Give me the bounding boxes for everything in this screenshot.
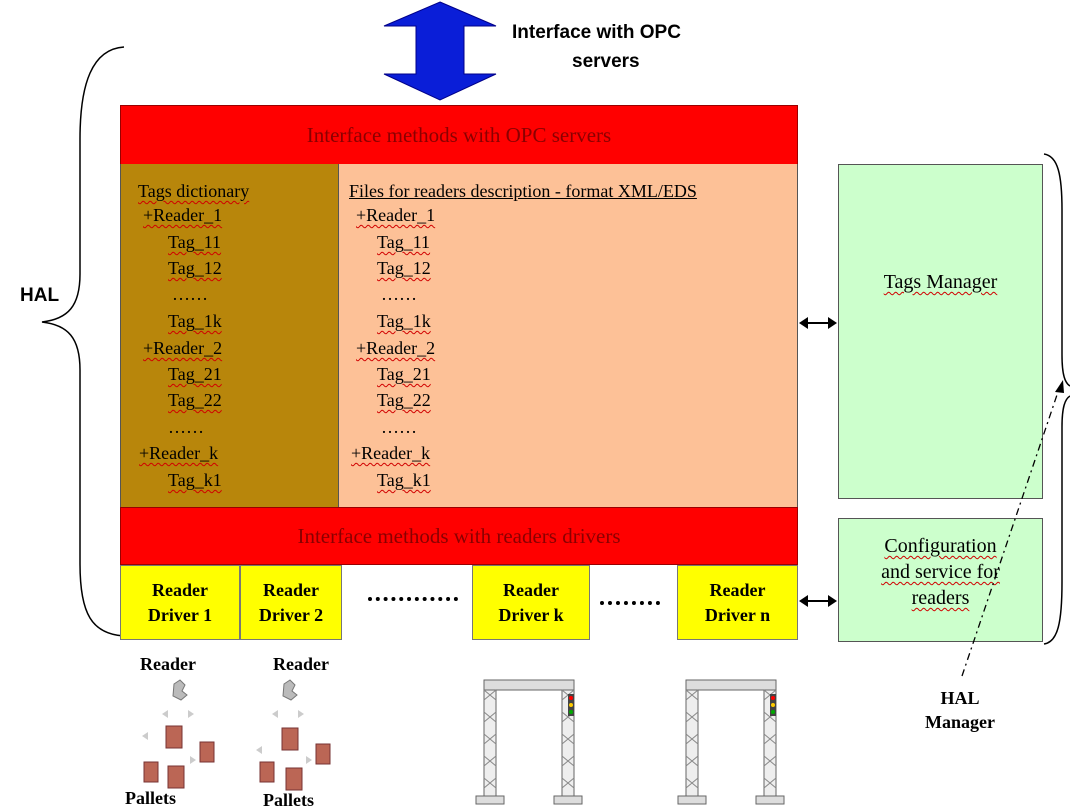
- reader-driver-n: Reader Driver n: [677, 565, 798, 640]
- driver-k-line2: Driver k: [498, 604, 564, 625]
- pallets-label-1: Pallets: [125, 788, 176, 808]
- reader-pallets-illustration-2: [256, 679, 331, 791]
- dict-line: Tag_22: [168, 390, 222, 410]
- tags-manager-box: Tags Manager: [838, 164, 1043, 499]
- driver-2-line1: Reader: [263, 579, 319, 600]
- files-line: ……: [381, 284, 417, 304]
- hal-brace-icon: [41, 46, 125, 637]
- driver-k-line1: Reader: [503, 579, 559, 600]
- opc-interface-arrow-icon: [383, 1, 497, 101]
- hal-label: HAL: [20, 285, 60, 306]
- files-line: +Reader_2: [356, 338, 436, 358]
- dict-line: Tag_1k: [168, 311, 222, 331]
- tags-dictionary-title: Tags dictionary: [138, 181, 250, 201]
- reader-driver-k: Reader Driver k: [472, 565, 590, 640]
- dict-line: +Reader_1: [143, 205, 223, 225]
- readers-methods-label: Interface methods with readers drivers: [297, 523, 621, 548]
- opc-interface-label: Interface with OPC servers: [512, 18, 681, 76]
- dict-line: Tag_k1: [168, 470, 222, 490]
- files-line: Tag_k1: [377, 470, 431, 490]
- dict-line: Tag_21: [168, 364, 222, 384]
- opc-interface-label-line2: servers: [572, 51, 640, 72]
- reader-label-2: Reader: [273, 654, 329, 674]
- hal-manager-line1: HAL: [940, 688, 980, 708]
- gate-reader-icon-n: [677, 679, 785, 805]
- files-line: +Reader_1: [356, 205, 436, 225]
- config-label-line3: readers: [911, 587, 970, 609]
- right-brace-icon: [1043, 153, 1070, 645]
- files-line: Tag_11: [377, 232, 431, 252]
- config-service-box: Configuration and service for readers: [838, 518, 1043, 642]
- config-link-arrow-icon: [799, 595, 837, 607]
- hal-manager-pointer-icon: [961, 380, 1064, 677]
- dict-line: Tag_12: [168, 258, 222, 278]
- hal-manager-label: HAL Manager: [920, 686, 1000, 734]
- reader-pallets-illustration-1: [142, 679, 215, 789]
- reader-driver-1: Reader Driver 1: [120, 565, 240, 640]
- dict-line: +Reader_k: [139, 443, 219, 463]
- driver-n-line1: Reader: [709, 579, 766, 600]
- dict-line: ……: [168, 417, 204, 437]
- hal-manager-line2: Manager: [925, 712, 995, 732]
- files-line: +Reader_k: [351, 443, 431, 463]
- reader-label-1: Reader: [140, 654, 196, 674]
- files-line: ……: [381, 417, 417, 437]
- dict-line: +Reader_2: [143, 338, 223, 358]
- tags-manager-link-arrow-icon: [799, 317, 837, 329]
- pallets-label-2: Pallets: [263, 790, 314, 810]
- driver-2-line2: Driver 2: [258, 604, 324, 625]
- opc-methods-bar: Interface methods with OPC servers: [120, 105, 798, 165]
- files-line: Tag_22: [377, 390, 431, 410]
- config-label-line1: Configuration: [884, 535, 997, 557]
- reader-driver-2: Reader Driver 2: [240, 565, 342, 640]
- tags-dictionary-panel: Tags dictionary +Reader_1 Tag_11 Tag_12 …: [120, 164, 339, 507]
- driver-n-line2: Driver n: [704, 604, 771, 625]
- dict-line: ……: [172, 284, 208, 304]
- opc-interface-label-line1: Interface with OPC: [512, 22, 681, 43]
- gate-reader-icon-k: [475, 679, 583, 805]
- drivers-ellipsis-1: [368, 597, 458, 601]
- driver-1-line1: Reader: [152, 579, 208, 600]
- reader-files-title: Files for readers description - format X…: [349, 181, 697, 201]
- reader-files-panel: Files for readers description - format X…: [339, 164, 798, 507]
- files-line: Tag_12: [377, 258, 431, 278]
- drivers-ellipsis-2: [600, 601, 660, 605]
- files-line: Tag_21: [377, 364, 431, 384]
- driver-1-line2: Driver 1: [147, 604, 213, 625]
- files-line: Tag_1k: [377, 311, 431, 331]
- tags-manager-label: Tags Manager: [883, 271, 998, 293]
- dict-line: Tag_11: [168, 232, 222, 252]
- readers-methods-bar: Interface methods with readers drivers: [120, 507, 798, 565]
- config-label-line2: and service for: [881, 561, 1000, 583]
- opc-methods-label: Interface methods with OPC servers: [306, 122, 612, 147]
